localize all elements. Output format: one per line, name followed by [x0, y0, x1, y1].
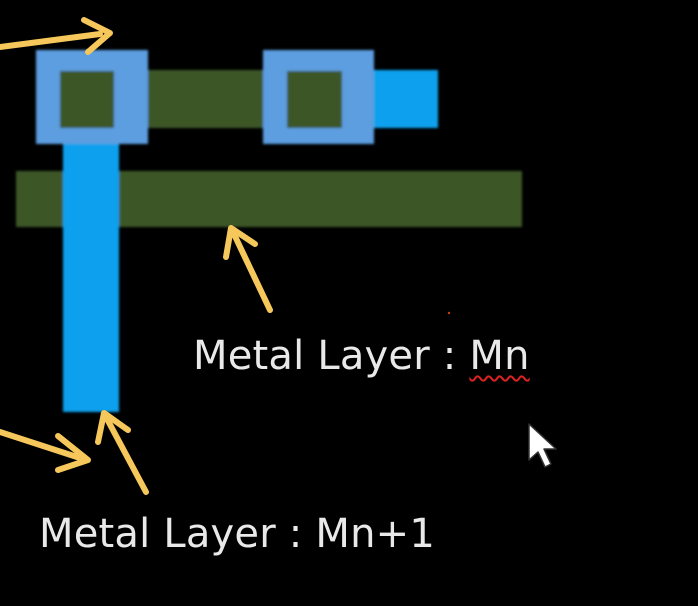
- arrow-icon: [223, 225, 273, 313]
- metal-mn-plus-1-wire: [63, 140, 119, 412]
- mouse-pointer-icon: [528, 423, 557, 468]
- label-mn-suffix: Mn: [469, 333, 530, 379]
- label-metal-layer-mn: Metal Layer : Mn: [193, 336, 530, 376]
- via-right: [263, 50, 374, 144]
- label-mn-prefix: Metal Layer :: [193, 333, 470, 379]
- arrow-icon: [95, 410, 149, 495]
- via-left: [36, 50, 148, 144]
- label-metal-layer-mn-plus-1: Metal Layer : Mn+1: [39, 511, 436, 557]
- stray-dot: [447, 311, 451, 315]
- arrow-icon: [0, 429, 91, 473]
- arrow-icon: [0, 17, 113, 55]
